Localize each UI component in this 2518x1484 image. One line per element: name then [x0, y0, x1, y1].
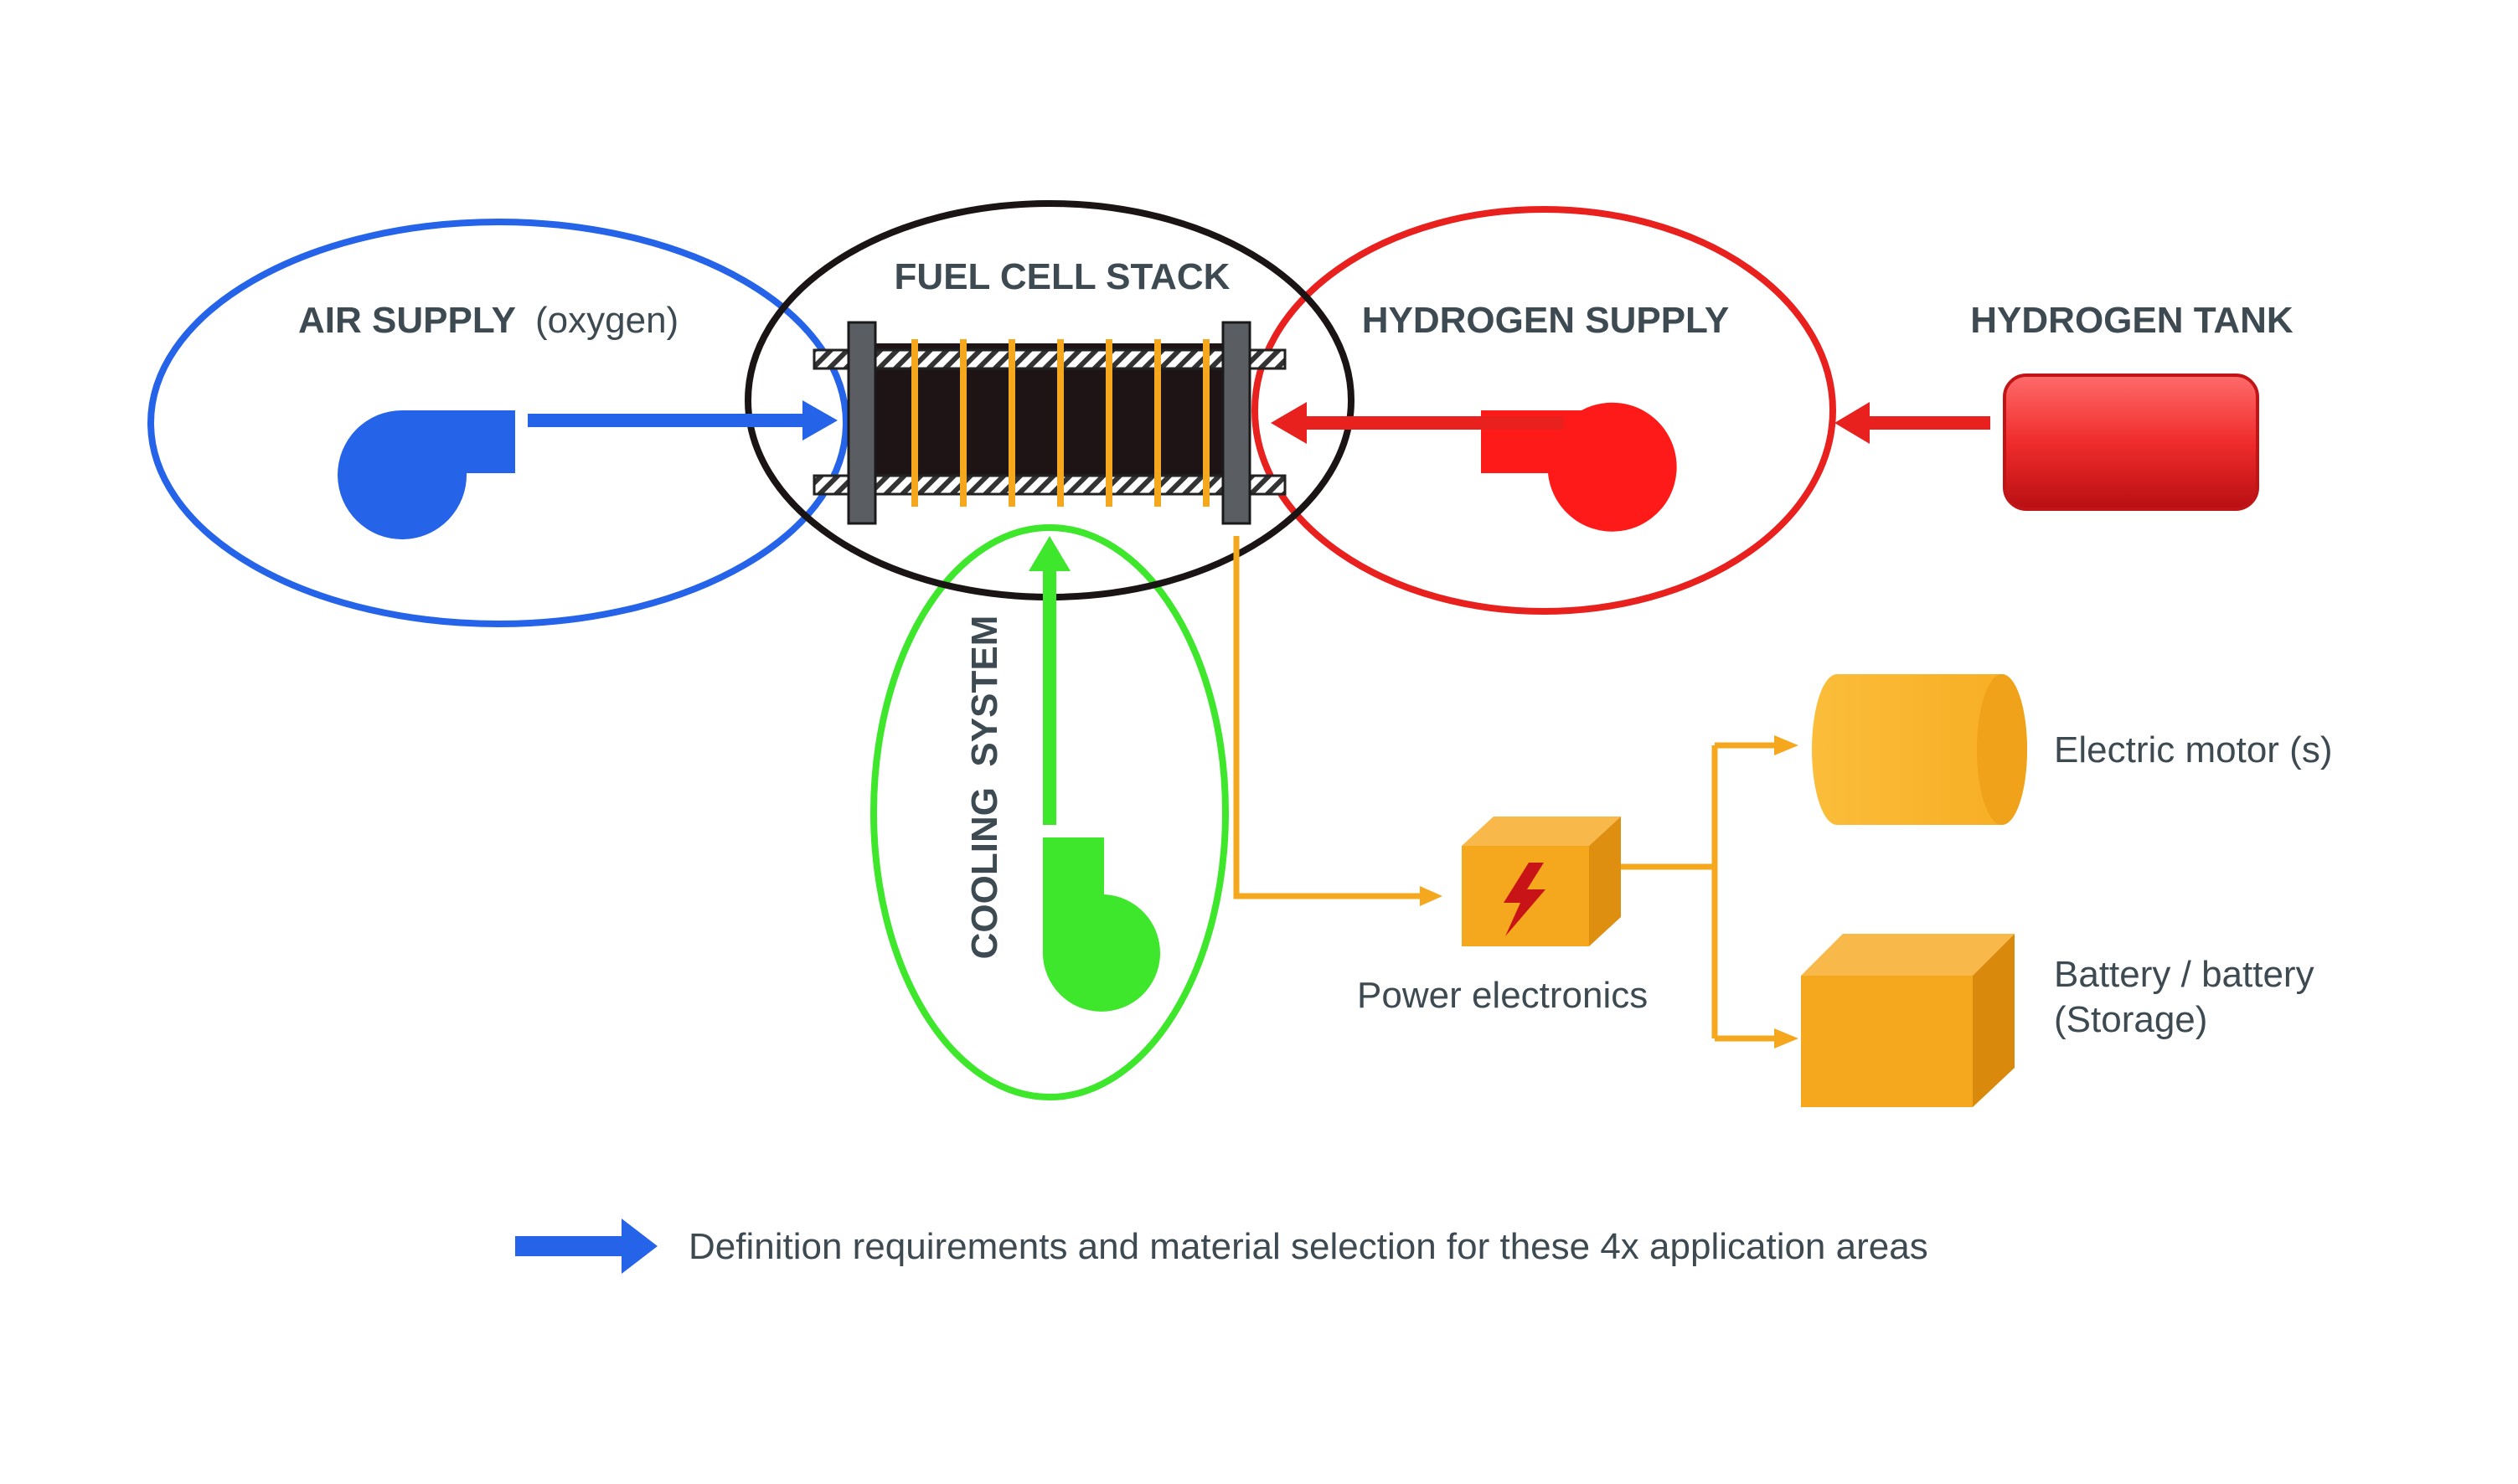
air-supply-label-bold: AIR SUPPLY	[298, 300, 516, 341]
lightning-icon	[1504, 863, 1545, 936]
legend-text: Definition requirements and material sel…	[689, 1226, 1928, 1267]
battery-icon	[1801, 934, 2015, 1107]
power-electronics-arrowhead	[1420, 886, 1442, 906]
air-to-stack-arrow	[528, 400, 838, 441]
air-supply-label-rest: (oxygen)	[535, 300, 679, 341]
hydrogen-tank-icon	[2003, 374, 2259, 511]
cooling-pump-icon	[1043, 837, 1161, 1012]
power-electronics-label: Power electronics	[1357, 975, 1648, 1016]
cooling-to-stack-arrow	[1029, 536, 1071, 825]
electric-motor-icon	[1812, 674, 2027, 825]
air-supply-ellipse	[147, 219, 849, 627]
cooling-system-ellipse	[870, 524, 1229, 1100]
stack-to-power-electronics-line	[1233, 536, 1420, 899]
power-electronics-icon	[1462, 817, 1621, 946]
hydrogen-blower-icon	[1481, 402, 1677, 532]
hydrogen-to-stack-arrow	[1271, 402, 1564, 444]
battery-arrowhead	[1774, 1028, 1798, 1049]
battery-label-line2: (Storage)	[2054, 999, 2207, 1040]
fuel-cell-stack-icon	[813, 321, 1287, 525]
air-supply-label: AIR SUPPLY (oxygen)	[298, 300, 679, 341]
cooling-system-label: COOLING SYSTEM	[964, 616, 1005, 960]
hydrogen-tank-label: HYDROGEN TANK	[1970, 300, 2294, 341]
electric-motor-label: Electric motor (s)	[2054, 729, 2332, 770]
air-blower-icon	[338, 410, 515, 539]
power-distribution-lines	[1621, 742, 1776, 1042]
legend-arrow-icon	[515, 1219, 658, 1274]
hydrogen-supply-label: HYDROGEN SUPPLY	[1362, 300, 1729, 341]
tank-to-hydrogen-supply-arrow	[1834, 402, 1990, 444]
motor-arrowhead	[1774, 735, 1798, 755]
battery-label-line1: Battery / battery	[2054, 954, 2314, 995]
fuel-cell-stack-label: FUEL CELL STACK	[895, 256, 1231, 297]
hydrogen-supply-ellipse	[1251, 206, 1836, 615]
